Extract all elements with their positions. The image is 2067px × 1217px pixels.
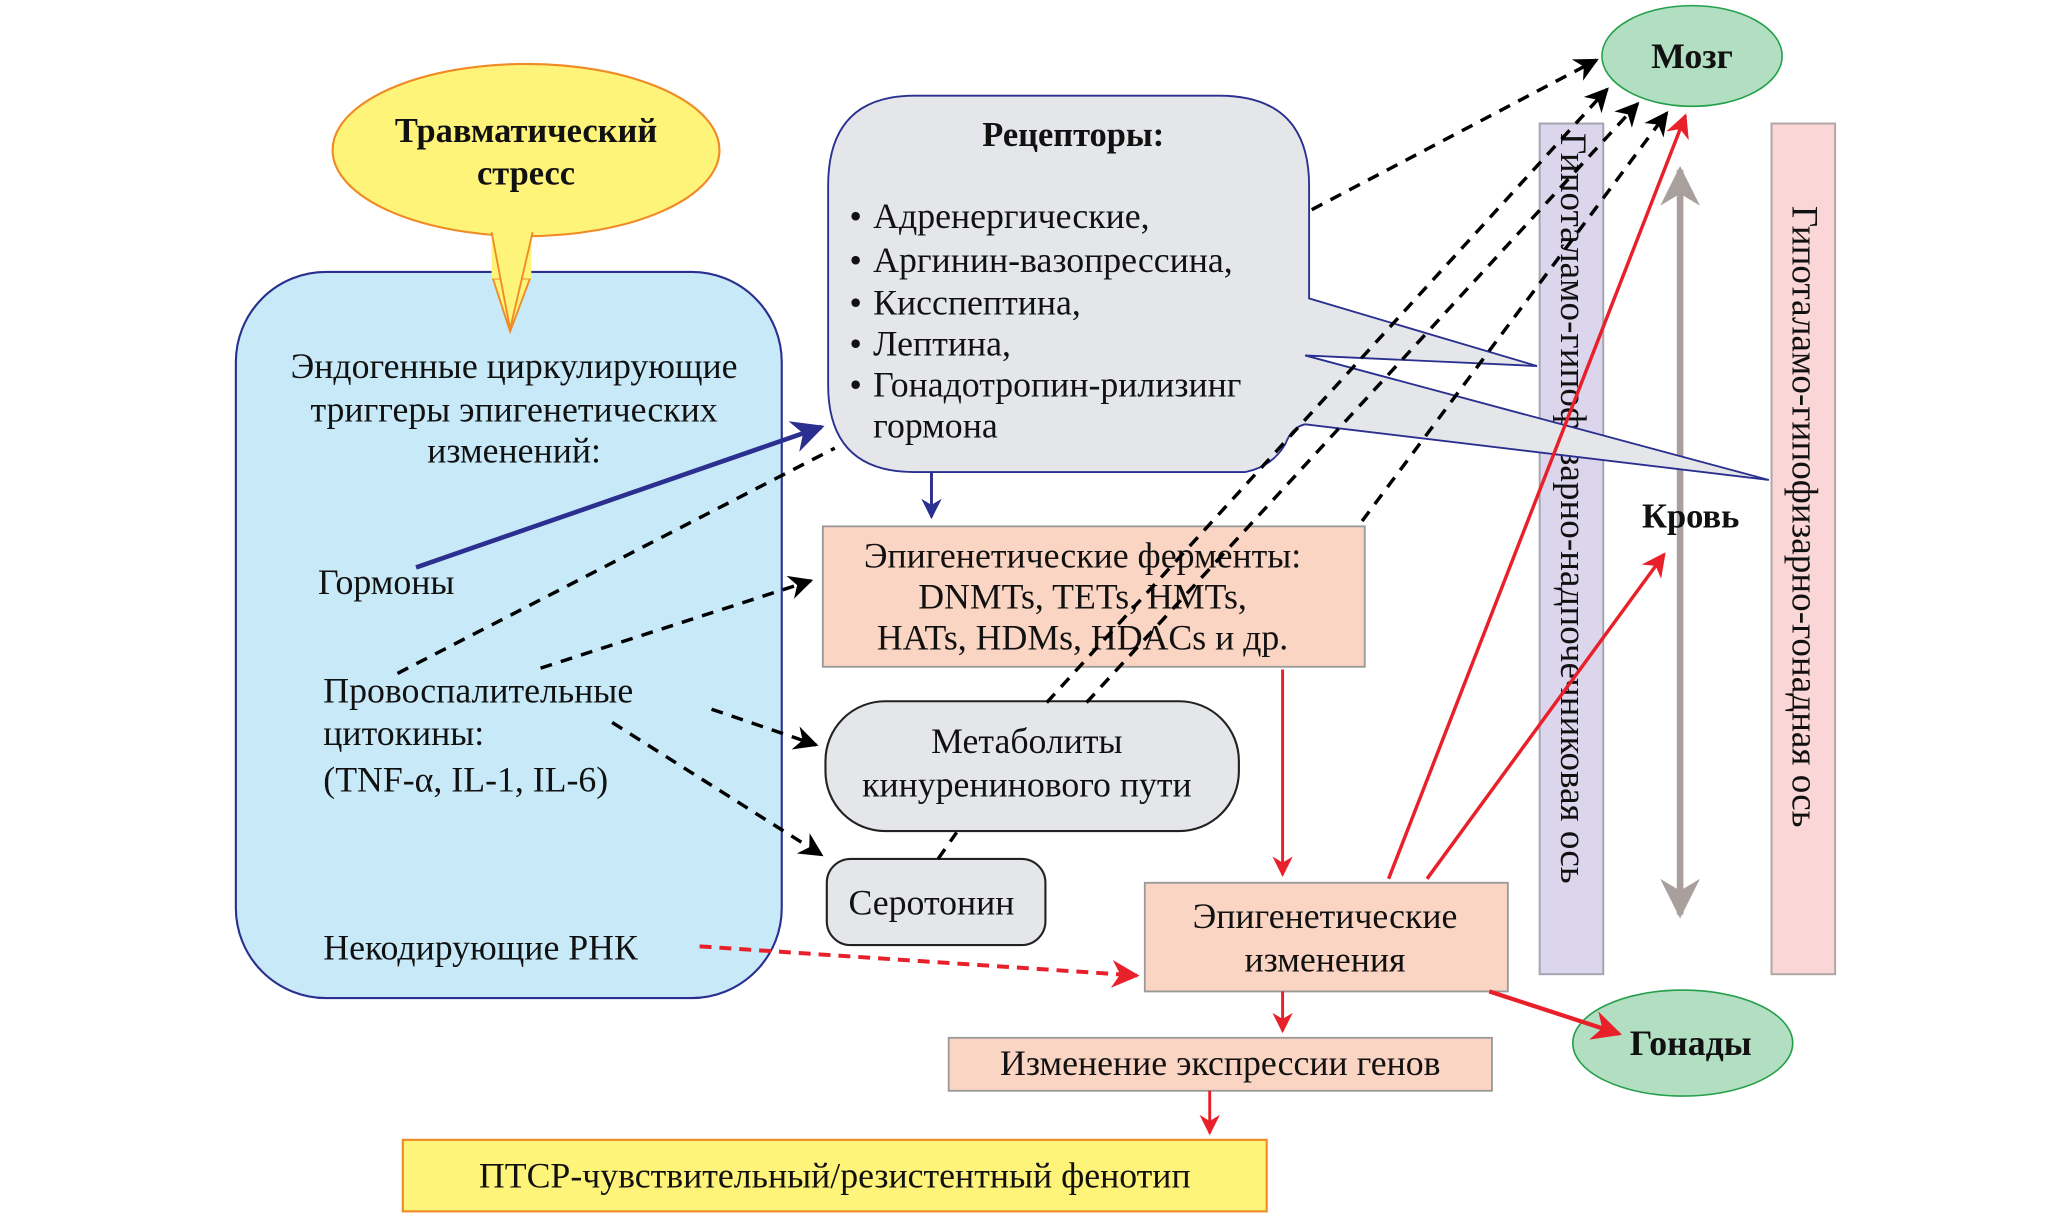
serotonin-label: Серотонин	[849, 883, 1015, 923]
receptor-bullet: •	[849, 196, 862, 236]
receptor-item: Аргинин-вазопрессина,	[873, 240, 1233, 280]
enzymes-box	[821, 525, 1366, 668]
enzymes-line2: DNMTs, TETs, HMTs,	[918, 577, 1247, 617]
receptor-bullet: •	[849, 323, 862, 363]
brain-ellipse	[1601, 4, 1783, 108]
receptor-item: Кисспептина,	[873, 282, 1081, 322]
gonads-ellipse	[1571, 989, 1794, 1097]
receptor-item-continued: гормона	[873, 406, 998, 446]
receptor-bullet: •	[849, 365, 862, 405]
kynurenine-to-brain-arrow-2	[1085, 101, 1640, 704]
serotonin-box	[825, 857, 1047, 947]
epi-changes-to-brain-arrow	[1386, 113, 1689, 880]
brain-label: Мозг	[1651, 36, 1733, 76]
enzymes-line3: HATs, HDMs, HDACs и др.	[877, 618, 1288, 658]
receptor-bullet: •	[849, 240, 862, 280]
epi-changes-line2: изменения	[1244, 940, 1405, 980]
triggers-title-2: триггеры эпигенетических	[310, 390, 717, 430]
gonads-label: Гонады	[1630, 1023, 1752, 1063]
cytokines-to-receptors-dashed	[396, 446, 836, 675]
epi-changes-line1: Эпигенетические	[1193, 896, 1458, 936]
receptors-list: • Адренергические, • Аргинин-вазопрессин…	[849, 196, 1241, 445]
hormones-label: Гормоны	[318, 562, 454, 602]
stress-label-line2: стресс	[477, 154, 575, 192]
gene-expression-label: Изменение экспрессии генов	[1000, 1043, 1441, 1083]
phenotype-label: ПТСР-чувствительный/резистентный фенотип	[479, 1156, 1191, 1196]
stress-label-line1: Травматический	[395, 112, 657, 150]
enzymes-line1: Эпигенетические ферменты:	[864, 535, 1301, 575]
cytokines-to-kynurenine-arrow	[710, 707, 819, 750]
kynurenine-line1: Метаболиты	[931, 721, 1122, 761]
kynurenine-to-brain-arrow-1	[1045, 87, 1609, 704]
hpg-axis-label: Гипоталамо-гипофизарно-гонадная ось	[1784, 206, 1825, 828]
receptor-item: Лептина,	[873, 323, 1011, 363]
blood-label: Кровь	[1642, 498, 1739, 536]
epi-changes-to-gonads-arrow	[1488, 989, 1622, 1040]
hpa-axis-label: Гипоталамо-гипофизарно-надпочечниковая о…	[1552, 133, 1593, 884]
triggers-title-3: изменений:	[427, 431, 601, 471]
enzymes-to-brain-arrow	[1360, 111, 1669, 523]
receptor-bullet: •	[849, 282, 862, 322]
cytokines-to-enzymes-arrow	[540, 575, 814, 670]
epi-changes-box	[1143, 881, 1509, 993]
epi-changes-to-blood-arrow	[1425, 552, 1666, 880]
kynurenine-box	[824, 700, 1240, 833]
receptors-title: Рецепторы:	[982, 116, 1164, 154]
hpa-axis-bar	[1538, 122, 1605, 976]
gene-expression-box	[947, 1036, 1493, 1092]
phenotype-box	[401, 1138, 1268, 1213]
ncrna-to-epi-changes-arrow	[699, 944, 1140, 988]
cytokines-line2: цитокины:	[323, 713, 484, 753]
receptor-item: Гонадотропин-рилизинг	[873, 365, 1241, 405]
kynurenine-line2: кинуренинового пути	[862, 765, 1192, 805]
receptors-to-brain-arrow	[1310, 58, 1599, 212]
triggers-title-1: Эндогенные циркулирующие	[291, 346, 738, 386]
ncrna-label: Некодирующие РНК	[323, 928, 638, 968]
cytokines-line1: Провоспалительные	[323, 671, 633, 711]
hpg-axis-bar	[1770, 122, 1837, 976]
receptor-item: Адренергические,	[873, 196, 1149, 236]
serotonin-to-kynurenine-dashed	[936, 831, 959, 860]
cytokines-line3: (TNF-α, IL-1, IL-6)	[323, 759, 608, 799]
hormones-to-receptors-arrow	[415, 421, 825, 570]
